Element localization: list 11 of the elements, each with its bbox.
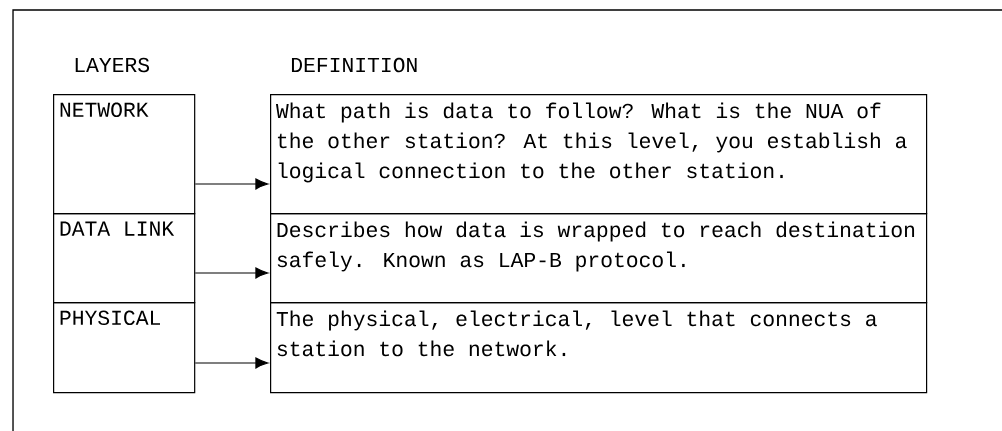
layer-box: PHYSICAL [53,302,196,394]
arrow [194,267,269,279]
column-heading: LAYERS [75,57,150,73]
layer-box: NETWORK [53,94,196,215]
column-heading: DEFINITION [291,57,417,73]
layer-box: DATA LINK [53,213,196,304]
arrow [194,178,269,190]
definition-box: The physical, electrical, level that connects a station to the network. [270,302,928,394]
definition-box: Describes how data is wrapped to reach destination safely. Known as LAP-B protocol. [270,213,928,304]
definition-box: What path is data to follow? What is the NUA of the other station? At this level, you establish a logical connection to the other station. [270,94,928,215]
arrow [194,357,269,369]
